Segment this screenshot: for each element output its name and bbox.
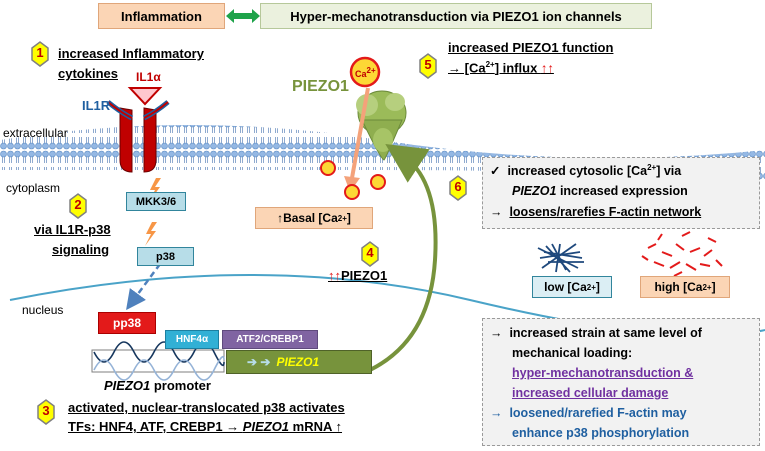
pp38-box: pp38: [98, 312, 156, 334]
step-3-line1: activated, nuclear-translocated p38 acti…: [68, 400, 345, 415]
step-1-number: 1: [36, 45, 44, 60]
consequences-box: [482, 318, 760, 446]
dna-helix: [91, 341, 225, 381]
step-6-number: 6: [454, 179, 462, 194]
ca-ion-icon: [320, 160, 336, 176]
hyper-mechanotransduction-box: Hyper-mechanotransduction via PIEZO1 ion…: [260, 3, 652, 29]
double-arrow-icon: [226, 9, 260, 23]
ca-ion-icon: [344, 184, 360, 200]
consequence-2-line2: enhance p38 phosphorylation: [512, 426, 690, 440]
dense-actin-network-icon: [537, 243, 584, 273]
step-badges: [31, 41, 467, 425]
il1r-label: IL1R: [82, 98, 111, 113]
gene-arrows: ➔ ➔: [247, 355, 271, 369]
step-6-line1: ✓ increased cytosolic [Ca2+] via: [490, 163, 682, 179]
step-5-title: increased PIEZO1 function: [448, 40, 614, 55]
consequence-1-line2: mechanical loading:: [512, 346, 633, 360]
piezo1-gene-label: PIEZO1: [276, 355, 320, 369]
step-5-line: → [Ca2+] influx ↑↑: [448, 60, 554, 76]
step-1-line2: cytokines: [58, 66, 118, 81]
il1a-label: IL1α: [136, 70, 161, 84]
consequence-1-line4: increased cellular damage: [512, 386, 669, 400]
step-3-number: 3: [42, 403, 50, 418]
step-2-line2: signaling: [52, 242, 110, 257]
hnf4a-box: HNF4α: [165, 330, 219, 349]
step-6-line2: PIEZO1 increased expression: [512, 184, 688, 198]
step-4-label: ↑↑PIEZO1: [328, 268, 388, 283]
extracellular-label: extracellular: [3, 126, 68, 140]
sparse-actin-network-icon: [641, 231, 723, 277]
promoter-label: PIEZO1 promoter: [104, 378, 211, 393]
nucleus-label: nucleus: [22, 303, 64, 317]
step-2-number: 2: [74, 197, 82, 212]
step-6-line3: → loosens/rarefies F-actin network: [490, 205, 702, 219]
consequence-1-line3: hyper-mechanotransduction &: [512, 366, 694, 380]
il1a-ligand: [127, 87, 163, 106]
ca-ion-icon: [349, 56, 381, 88]
step-2-line1: via IL1R-p38: [34, 222, 111, 237]
step-3-line2: TFs: HNF4, ATF, CREBP1 → PIEZO1 mRNA ↑: [68, 419, 343, 434]
step-5-number: 5: [424, 57, 432, 72]
lightning-icon: [145, 222, 157, 246]
p38-box: p38: [137, 247, 194, 266]
piezo1-gene-box: ➔ ➔ PIEZO1: [226, 350, 372, 374]
step-4-number: 4: [366, 245, 374, 260]
consequence-2-line1: → loosened/rarefied F-actin may: [490, 406, 687, 420]
ca-ion-label: Ca2+: [355, 66, 376, 79]
consequence-1-line1: → increased strain at same level of: [490, 326, 702, 340]
cytoplasm-label: cytoplasm: [6, 181, 61, 195]
mkk36-box: MKK3/6: [126, 192, 186, 211]
piezo1-channel-label: PIEZO1: [292, 78, 349, 95]
step-1-line1: increased Inflammatory: [58, 46, 204, 61]
ca-ion-icon: [370, 174, 386, 190]
atf2-crebp1-box: ATF2/CREBP1: [222, 330, 318, 349]
il1r-receptor: [106, 100, 170, 173]
inflammation-box: Inflammation: [98, 3, 225, 29]
step-6-box: [482, 157, 760, 229]
